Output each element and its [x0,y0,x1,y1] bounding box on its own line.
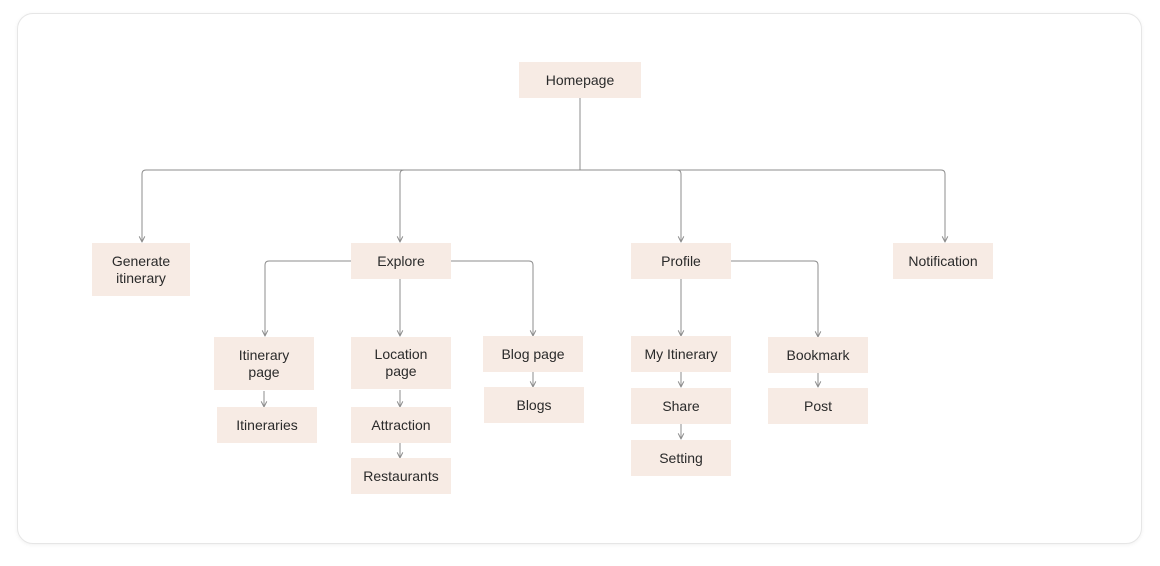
node-itinerary-page: Itinerary page [214,337,314,390]
node-blogs: Blogs [484,387,584,423]
node-my-itinerary: My Itinerary [631,336,731,372]
node-setting: Setting [631,440,731,476]
link-profile-bookmark [731,260,818,337]
link-explore-blog-page [451,260,533,336]
node-post: Post [768,388,868,424]
node-blog-page: Blog page [483,336,583,372]
node-attraction: Attraction [351,407,451,443]
link-explore-itinerary-page [265,260,351,336]
node-restaurants: Restaurants [351,458,451,494]
node-location-page: Location page [351,337,451,389]
node-explore: Explore [351,243,451,279]
node-bookmark: Bookmark [768,337,868,373]
link-homepage-explore [400,169,580,242]
node-itineraries: Itineraries [217,407,317,443]
link-homepage-profile [580,169,681,242]
node-notification: Notification [893,243,993,279]
link-homepage-generate-itinerary [142,169,580,242]
node-generate-itinerary: Generate itinerary [92,243,190,296]
node-profile: Profile [631,243,731,279]
link-homepage-notification [580,169,945,242]
node-share: Share [631,388,731,424]
node-homepage: Homepage [519,62,641,98]
